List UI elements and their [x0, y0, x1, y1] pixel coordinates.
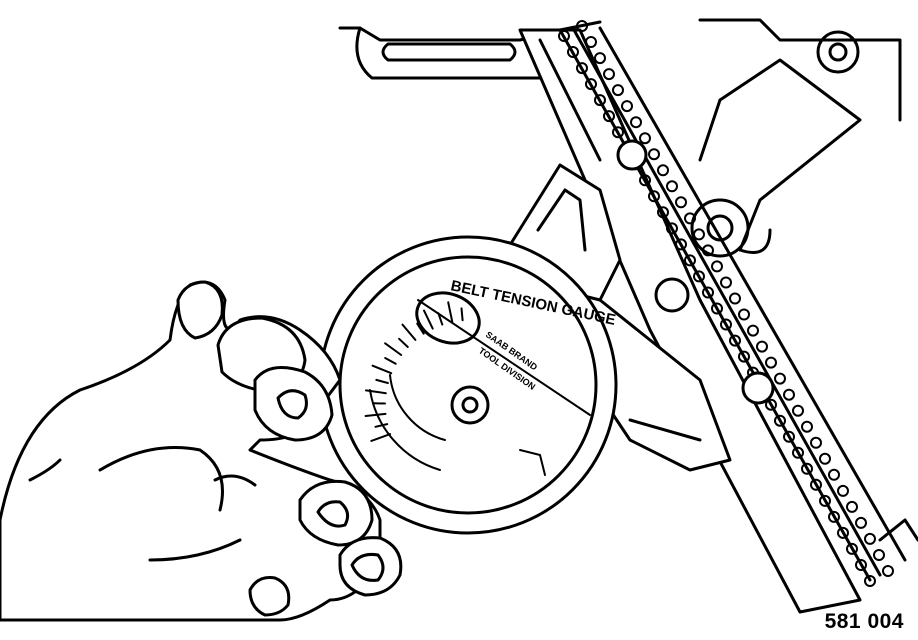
gauge-tick	[370, 433, 392, 442]
gauge-tick	[371, 364, 393, 375]
belt-tooth	[801, 420, 813, 433]
belt-tooth	[747, 324, 759, 337]
belt-tooth	[720, 318, 732, 331]
belt-tooth	[594, 94, 606, 107]
gauge-tick	[447, 301, 454, 323]
gauge-tick	[460, 307, 464, 322]
belt-tooth	[675, 196, 687, 209]
belt-tooth	[810, 436, 822, 449]
belt-tooth	[855, 559, 867, 571]
belt-tooth	[846, 542, 858, 555]
belt-tooth	[837, 484, 849, 497]
belt-tension-gauge-icon: BELT TENSION GAUGE SAAB BRAND TOOL DIVIS…	[318, 235, 618, 535]
belt-tooth	[765, 356, 777, 369]
gauge-tick	[423, 309, 434, 330]
belt-tooth	[738, 308, 750, 321]
belt-tooth	[567, 46, 579, 58]
gauge-tick	[375, 378, 389, 384]
hand-icon	[0, 280, 403, 622]
belt-tooth	[603, 68, 615, 81]
toothed-belt-icon	[558, 20, 907, 587]
belt-tooth	[702, 244, 714, 257]
belt-tooth	[765, 398, 777, 411]
belt-tooth	[864, 575, 876, 587]
belt-tooth	[792, 446, 804, 459]
belt-tooth	[576, 62, 588, 75]
belt-tooth	[711, 260, 723, 273]
belt-tooth	[693, 228, 705, 241]
belt-tooth	[864, 532, 876, 545]
belt-tooth	[666, 180, 678, 193]
belt-tooth	[558, 30, 570, 42]
belt-tooth	[774, 414, 786, 427]
belt-tooth	[873, 549, 885, 561]
belt-tooth	[621, 100, 633, 113]
belt-tooth	[657, 206, 669, 219]
belt-tooth	[828, 510, 840, 523]
figure-number: 581 004	[824, 610, 904, 633]
belt-tooth	[612, 84, 624, 97]
belt-tooth	[639, 174, 651, 187]
gauge-tick	[398, 337, 409, 348]
gauge-tick	[364, 412, 387, 417]
belt-tooth	[684, 254, 696, 267]
belt-tooth	[684, 212, 696, 225]
gauge-tick	[401, 323, 417, 341]
belt-tooth	[594, 52, 606, 65]
belt-tooth	[675, 238, 687, 251]
belt-tooth	[666, 222, 678, 235]
belt-tooth	[702, 286, 714, 299]
gauge-tick	[384, 357, 397, 365]
belt-tooth	[801, 462, 813, 475]
gauge-tick	[384, 342, 403, 356]
belt-tooth	[648, 148, 660, 161]
gauge-tick	[374, 423, 389, 428]
belt-tooth	[603, 110, 615, 123]
belt-rollers	[616, 139, 775, 405]
belt-tooth	[810, 478, 822, 491]
belt-tooth	[882, 565, 894, 577]
belt-tooth	[711, 302, 723, 315]
belt-tooth	[837, 526, 849, 539]
belt-tooth	[783, 388, 795, 401]
belt-tooth	[756, 340, 768, 353]
belt-tooth	[729, 292, 741, 305]
gauge-tick	[416, 322, 425, 335]
belt-tooth	[720, 276, 732, 289]
belt-tooth	[855, 516, 867, 529]
gauge-tick	[365, 389, 387, 395]
belt-tooth	[783, 430, 795, 443]
belt-tooth	[585, 78, 597, 91]
belt-tooth	[585, 36, 597, 48]
belt-tooth	[846, 500, 858, 513]
belt-tooth	[819, 452, 831, 465]
gauge-tick	[437, 312, 444, 326]
belt-tooth	[828, 468, 840, 481]
belt-tooth	[729, 334, 741, 347]
belt-tooth	[738, 350, 750, 363]
belt-tooth	[648, 190, 660, 203]
belt-tooth	[576, 20, 588, 32]
belt-tooth	[792, 404, 804, 417]
belt-tooth	[693, 270, 705, 283]
belt-tooth	[612, 126, 624, 139]
belt-tooth	[639, 132, 651, 145]
belt-tooth	[819, 494, 831, 507]
belt-tooth	[630, 116, 642, 129]
belt-tooth	[774, 372, 786, 385]
belt-tooth	[657, 164, 669, 177]
